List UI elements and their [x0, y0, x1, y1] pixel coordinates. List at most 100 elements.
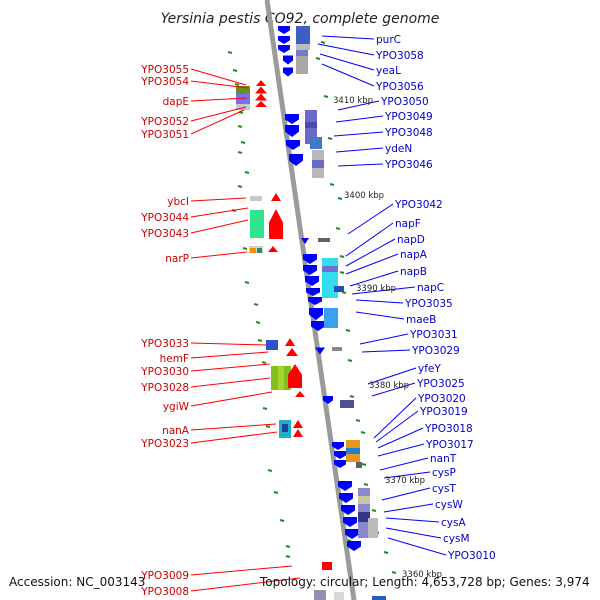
tick-mark — [234, 83, 240, 86]
tick-mark — [371, 509, 377, 512]
gene-block — [358, 496, 370, 504]
leader-line — [385, 517, 440, 523]
gene-block — [358, 512, 370, 522]
leader-line — [190, 68, 247, 86]
gene-block — [296, 26, 310, 44]
gene-label-left: YPO3044 — [140, 212, 189, 224]
leader-line — [190, 431, 278, 444]
gene-label-right: YPO3058 — [375, 50, 424, 62]
gene-block — [257, 248, 262, 253]
gene-label-right: YPO3019 — [419, 406, 468, 418]
leader-line — [383, 471, 431, 479]
gene-labels: YPO3055YPO3054dapEYPO3052YPO3051ybcIYPO3… — [140, 34, 495, 598]
leader-line — [377, 443, 425, 457]
reverse-gene-arrow — [285, 125, 299, 137]
leader-line — [367, 367, 417, 385]
forward-gene-arrow — [288, 364, 302, 388]
gene-block — [322, 266, 338, 272]
gene-label-left: dapE — [163, 96, 189, 108]
tick-mark — [262, 407, 268, 410]
leader-line — [379, 457, 429, 471]
reverse-gene-arrow — [301, 238, 309, 244]
gene-block — [296, 50, 308, 56]
tick-marks — [227, 41, 397, 574]
tick-mark — [232, 69, 238, 72]
reverse-gene-arrow — [278, 36, 290, 44]
tick-mark — [227, 51, 233, 54]
kbp-label: 3400 kbp — [344, 191, 384, 201]
forward-gene-arrow — [268, 246, 278, 252]
leader-line — [321, 35, 375, 40]
tick-mark — [255, 321, 261, 324]
leader-line — [345, 222, 394, 257]
reverse-gene-arrow — [345, 529, 359, 539]
leader-line — [375, 410, 419, 443]
reverse-gene-arrow — [289, 154, 303, 166]
gene-block — [324, 308, 338, 328]
gene-label-right: YPO3018 — [424, 423, 473, 435]
accession-text: Accession: NC_003143 — [9, 575, 145, 589]
tick-mark — [337, 197, 343, 200]
tick-mark — [265, 425, 271, 428]
gene-label-right: napF — [395, 218, 421, 230]
reverse-gene-arrow — [311, 321, 325, 331]
leader-line — [190, 219, 249, 234]
reverse-gene-arrow — [278, 26, 290, 34]
leader-line — [319, 53, 375, 71]
gene-block — [236, 86, 250, 94]
reverse-gene-arrow — [338, 481, 352, 491]
tick-mark — [279, 519, 285, 522]
gene-label-right: maeB — [406, 314, 436, 326]
gene-label-right: cysP — [432, 467, 456, 479]
forward-gene-arrow — [255, 101, 267, 107]
kbp-label: 3360 kbp — [402, 570, 442, 580]
gene-label-right: YPO3031 — [409, 329, 458, 341]
tick-mark — [237, 185, 243, 188]
tick-mark — [261, 361, 267, 364]
reverse-gene-arrow — [309, 308, 323, 320]
gene-label-right: YPO3049 — [384, 111, 433, 123]
gene-label-right: yeaL — [376, 65, 401, 77]
reverse-gene-arrow — [315, 347, 325, 355]
tick-mark — [323, 95, 329, 98]
leader-line — [190, 391, 273, 407]
gene-label-left: YPO3054 — [140, 76, 189, 88]
leader-line — [383, 503, 434, 513]
tick-mark — [315, 57, 321, 60]
tick-mark — [240, 141, 246, 144]
leader-line — [190, 363, 271, 372]
leader-line — [371, 382, 416, 397]
gene-block — [250, 210, 264, 238]
tick-mark — [267, 469, 273, 472]
gene-features — [236, 26, 386, 600]
tick-mark — [285, 545, 291, 548]
reverse-gene-arrow — [334, 451, 346, 459]
forward-gene-arrow — [255, 93, 267, 101]
forward-gene-arrow — [255, 86, 267, 94]
tick-mark — [285, 555, 291, 558]
tick-mark — [363, 483, 369, 486]
leader-line — [347, 203, 394, 235]
reverse-gene-arrow — [343, 517, 357, 527]
gene-label-right: nanT — [430, 453, 457, 465]
leader-line — [385, 527, 442, 539]
kbp-label: 3370 kbp — [385, 476, 425, 486]
leader-line — [190, 577, 301, 592]
tick-mark — [257, 339, 263, 342]
label-leader-lines — [190, 35, 447, 592]
tick-mark — [237, 151, 243, 154]
gene-label-right: YPO3020 — [417, 393, 466, 405]
gene-label-left: ybcI — [167, 196, 189, 208]
leader-line — [190, 80, 249, 89]
forward-gene-arrow — [295, 391, 305, 397]
leader-line — [355, 299, 404, 304]
gene-label-left: YPO3028 — [140, 382, 189, 394]
leader-line — [317, 43, 375, 56]
gene-block — [372, 596, 386, 600]
leader-line — [359, 333, 409, 345]
leader-line — [345, 238, 396, 267]
gene-block — [236, 104, 250, 110]
gene-block — [250, 196, 262, 201]
gene-label-right: cysA — [441, 517, 466, 529]
